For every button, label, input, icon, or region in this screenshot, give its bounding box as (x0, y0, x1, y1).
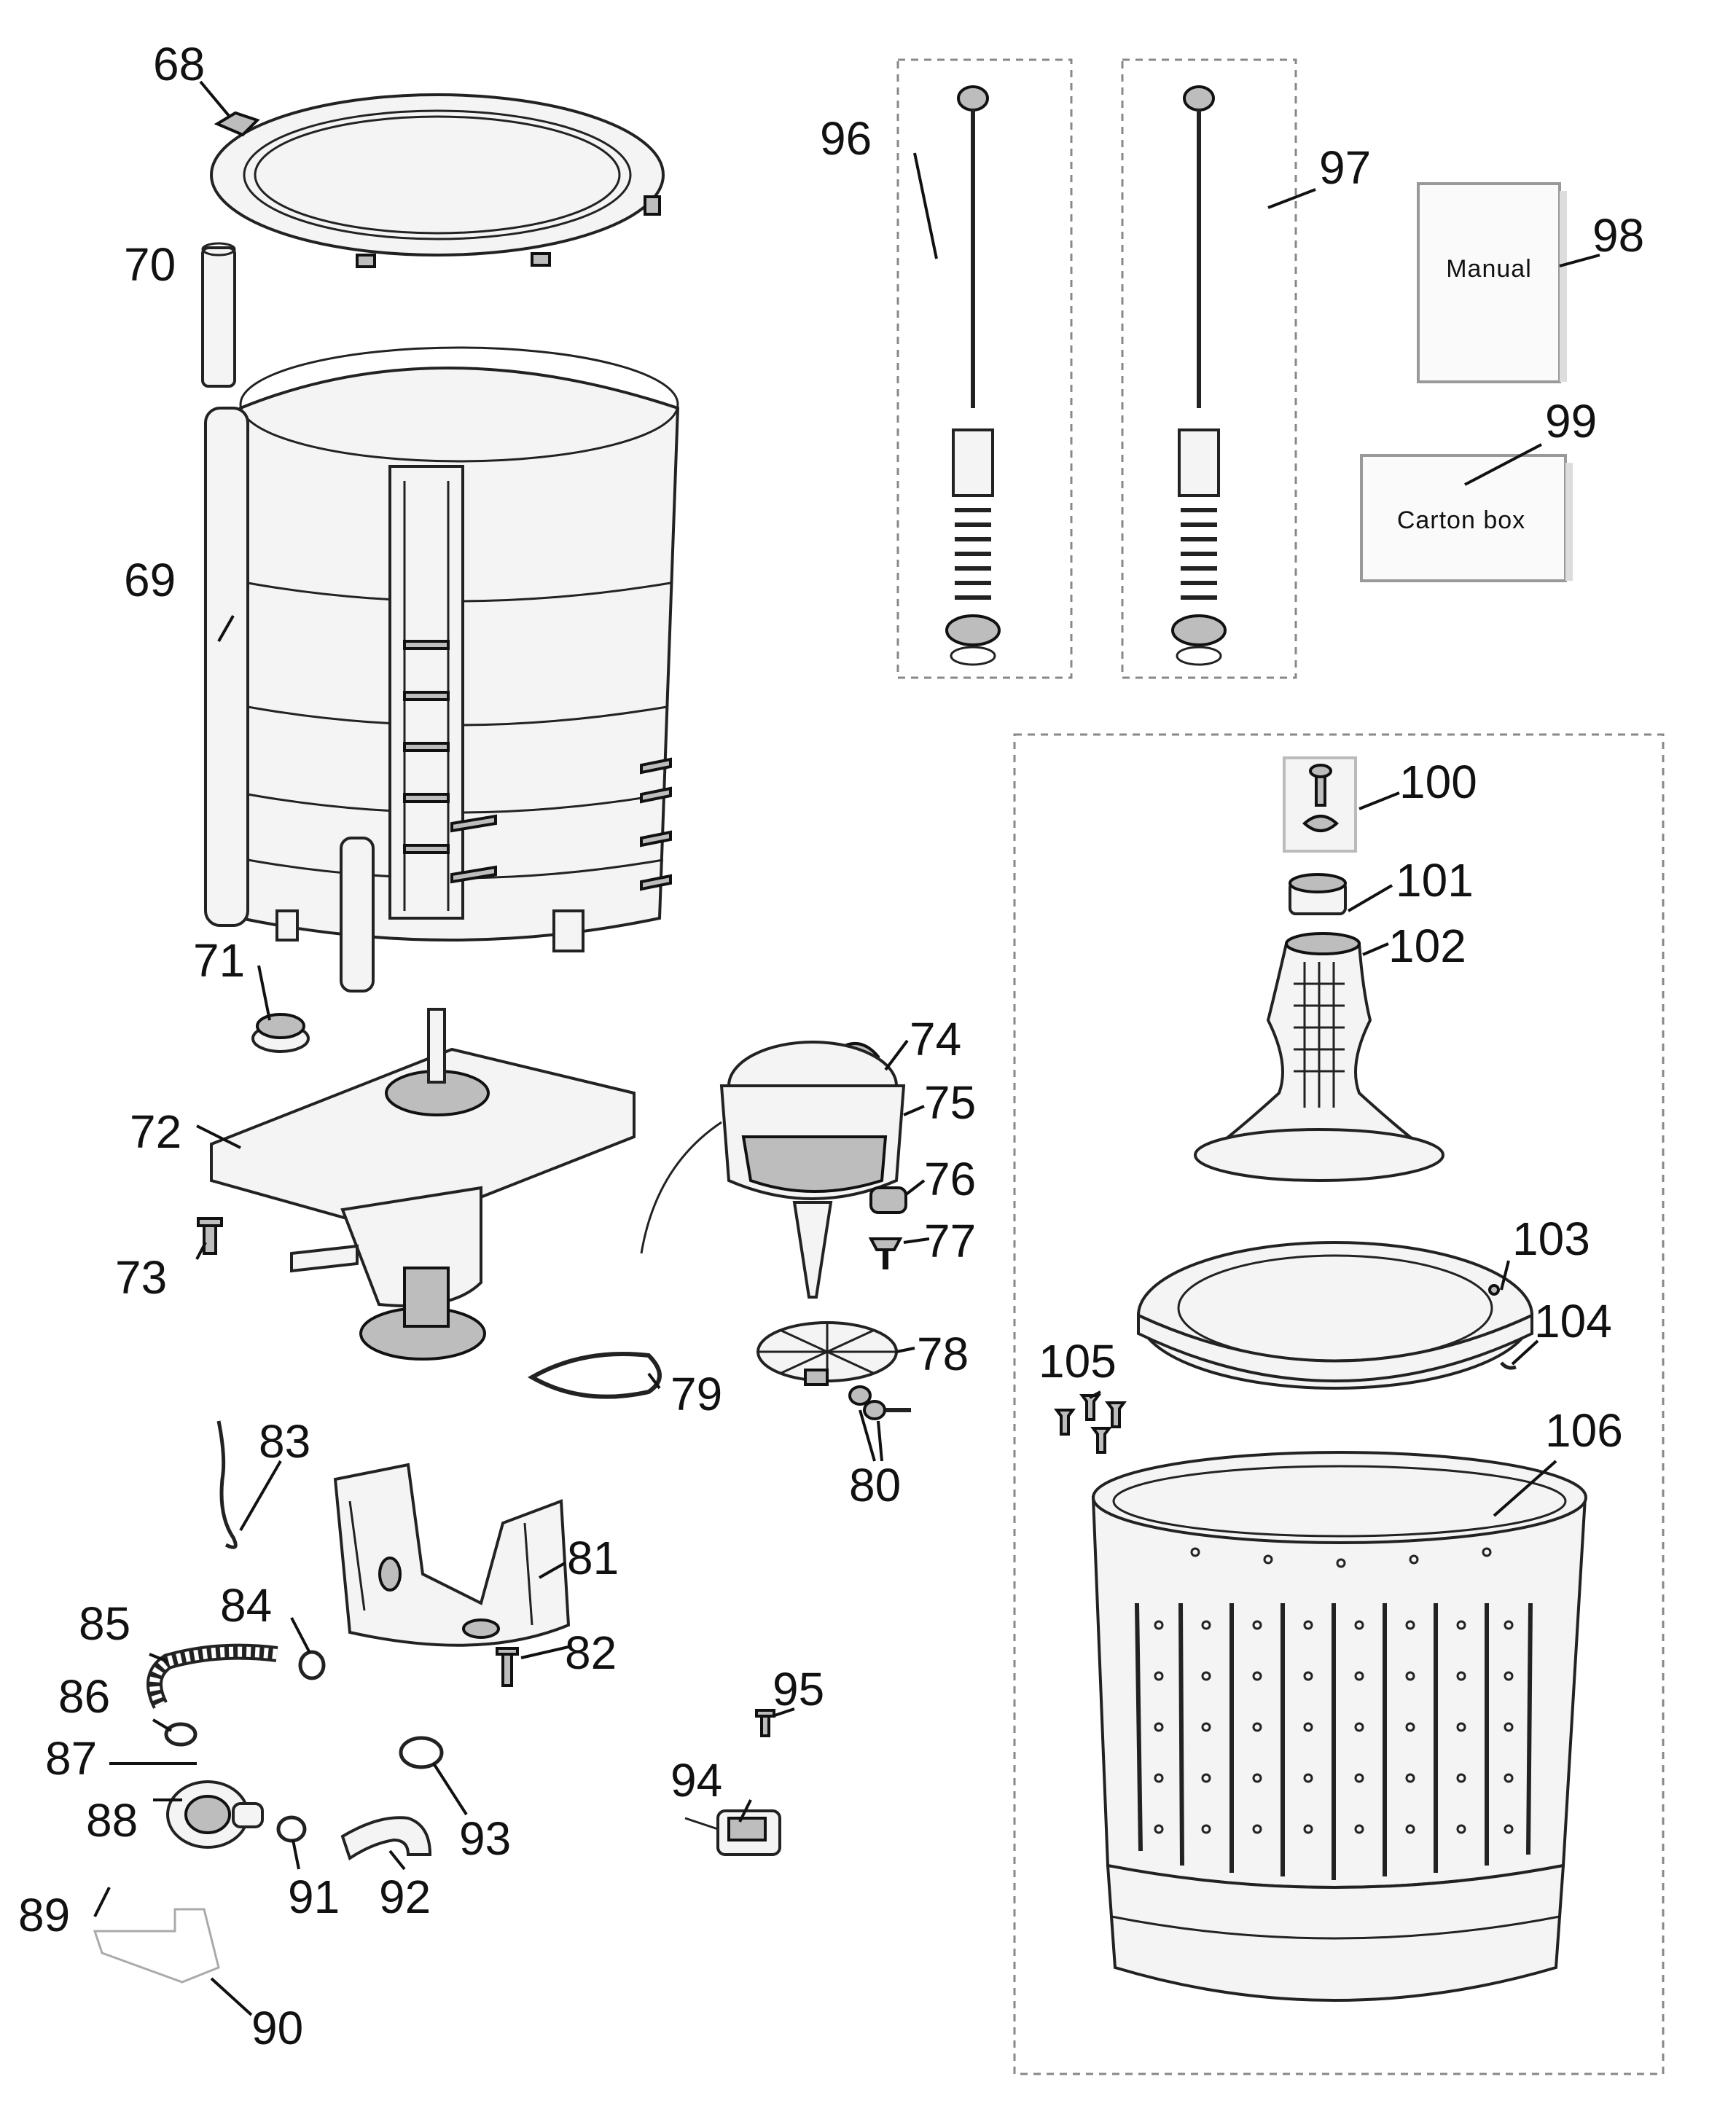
label-82: 82 (565, 1627, 617, 1679)
label-88: 88 (86, 1794, 138, 1847)
label-89: 89 (18, 1889, 70, 1941)
label-92: 92 (379, 1871, 431, 1923)
clamp-86 (164, 1722, 198, 1747)
manual-text: Manual (1446, 255, 1532, 283)
carton-box-99: Carton box (1360, 454, 1573, 582)
carton-text: Carton box (1397, 506, 1525, 534)
drain-cap (251, 1013, 310, 1053)
screw-104 (1500, 1361, 1517, 1370)
suspension-rod-97 (1171, 85, 1227, 666)
overflow-tube (201, 242, 236, 388)
group-box-96 (896, 58, 1073, 679)
label-85: 85 (79, 1597, 130, 1650)
bolt-cap-100 (1283, 756, 1357, 853)
screw-95 (755, 1709, 775, 1737)
group-box-tub (1013, 733, 1665, 2075)
part-76 (869, 1186, 907, 1214)
group-box-97 (1121, 58, 1297, 679)
label-100: 100 (1399, 756, 1477, 808)
label-103: 103 (1512, 1213, 1590, 1265)
nut-101 (1289, 873, 1347, 915)
label-105: 105 (1039, 1335, 1117, 1387)
label-99: 99 (1545, 395, 1597, 447)
label-94: 94 (670, 1754, 722, 1806)
clip-91 (276, 1815, 307, 1843)
label-87: 87 (45, 1732, 97, 1785)
label-91: 91 (288, 1871, 340, 1923)
label-96: 96 (820, 112, 872, 165)
label-98: 98 (1592, 209, 1644, 262)
leader-lines (93, 80, 1600, 2016)
label-80: 80 (849, 1459, 901, 1511)
label-79: 79 (670, 1368, 722, 1420)
label-78: 78 (917, 1328, 969, 1380)
label-90: 90 (251, 2002, 303, 2054)
label-77: 77 (924, 1215, 976, 1267)
drain-hose-85 (146, 1643, 278, 1709)
label-72: 72 (130, 1105, 181, 1158)
base-mounting-plate (210, 1008, 636, 1361)
bolts-80 (848, 1385, 911, 1420)
label-93: 93 (459, 1812, 511, 1865)
label-73: 73 (115, 1251, 167, 1304)
clamp-93 (399, 1736, 444, 1769)
label-68: 68 (153, 38, 205, 90)
belt-79 (527, 1352, 662, 1399)
inner-basket-106 (1091, 1451, 1587, 2002)
label-70: 70 (124, 238, 176, 291)
tub-ring-cover (210, 93, 665, 268)
label-84: 84 (220, 1579, 272, 1632)
suspension-rod-96 (945, 85, 1001, 666)
label-97: 97 (1319, 141, 1371, 194)
label-74: 74 (910, 1013, 961, 1065)
label-81: 81 (567, 1532, 619, 1584)
label-86: 86 (58, 1670, 110, 1723)
clamp-84 (298, 1650, 326, 1680)
label-69: 69 (124, 554, 176, 606)
label-101: 101 (1396, 854, 1474, 907)
label-95: 95 (773, 1663, 824, 1715)
wire-clip-83 (216, 1420, 238, 1549)
balance-ring-103 (1137, 1241, 1533, 1390)
label-76: 76 (924, 1153, 976, 1205)
outer-tub (204, 346, 680, 993)
label-106: 106 (1545, 1404, 1623, 1457)
bracket-81 (333, 1463, 571, 1647)
part-labels: 68 70 69 71 72 73 74 75 76 77 78 79 80 8… (18, 38, 1644, 2054)
label-104: 104 (1534, 1295, 1612, 1347)
part-77 (868, 1237, 903, 1269)
agitator-102 (1194, 932, 1444, 1182)
label-75: 75 (924, 1076, 976, 1129)
label-83: 83 (259, 1415, 310, 1468)
label-102: 102 (1388, 920, 1466, 972)
screws-105 (1054, 1394, 1127, 1454)
label-71: 71 (193, 934, 245, 987)
fan-78 (756, 1321, 898, 1386)
pump-bracket-90 (93, 1908, 220, 1984)
screw-82 (496, 1647, 519, 1687)
drain-pump-88 (166, 1780, 264, 1849)
manual-98: Manual (1417, 182, 1567, 383)
valve-94 (684, 1809, 781, 1856)
elbow-hose-92 (340, 1816, 432, 1861)
motor (640, 1041, 906, 1299)
